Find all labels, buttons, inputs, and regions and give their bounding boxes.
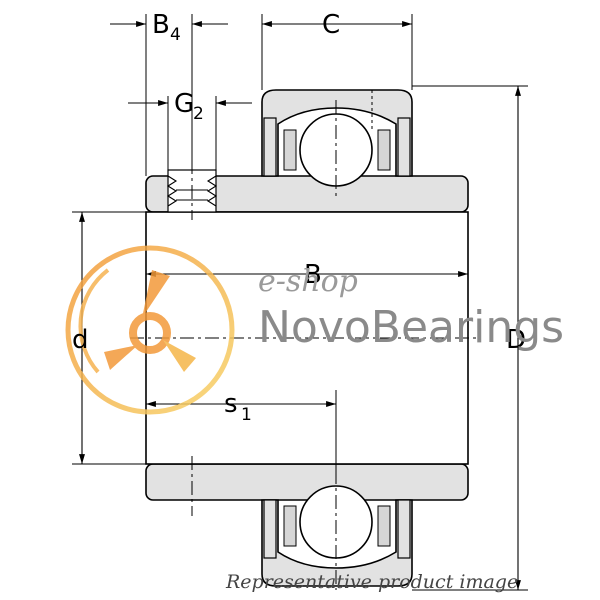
- label-s1: s: [224, 389, 238, 419]
- watermark-eshop: e-shop: [258, 264, 358, 299]
- logo-watermark: [65, 245, 235, 415]
- label-big-d: D: [506, 325, 526, 355]
- seal-top: [263, 117, 411, 177]
- dimension-labels: B 4 G 2 C B s 1 d D: [72, 10, 526, 425]
- brand-watermark: e-shop NovoBearings: [258, 264, 564, 353]
- label-c: C: [322, 10, 340, 40]
- label-d: d: [72, 325, 89, 355]
- watermark-brand: NovoBearings: [258, 302, 564, 353]
- label-s1-sub: 1: [241, 405, 252, 425]
- caption-text: Representative product image: [225, 571, 518, 593]
- label-b: B: [304, 260, 322, 290]
- label-g2-sub: 2: [193, 104, 204, 124]
- label-g2: G: [174, 89, 194, 119]
- label-b4: B: [152, 10, 170, 40]
- center-lines: [130, 100, 480, 590]
- dimension-lines: [79, 21, 521, 590]
- label-b4-sub: 4: [170, 25, 181, 45]
- seal-bottom: [263, 499, 411, 559]
